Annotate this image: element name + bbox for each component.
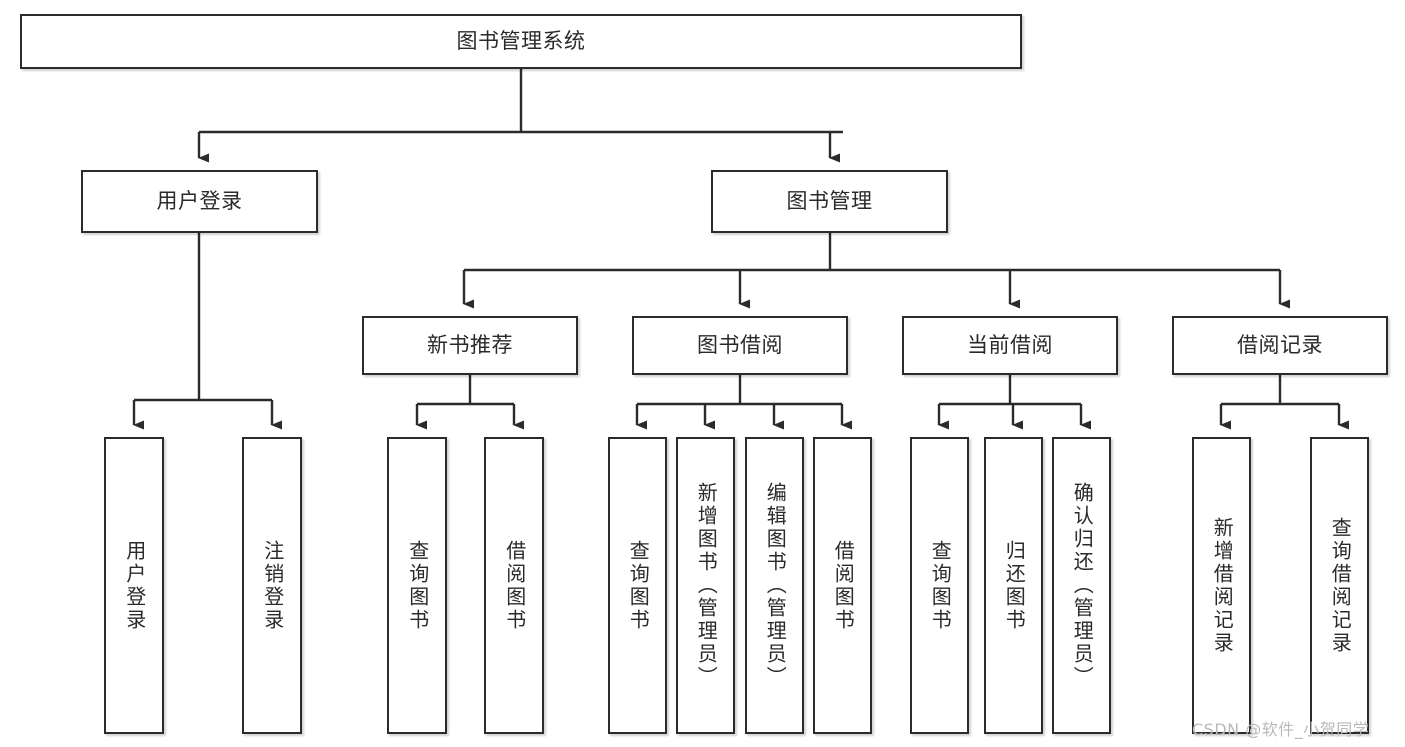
node-leaf-confirm-return-label: 确认归还（管理员） — [1070, 482, 1095, 689]
node-leaf-borrow-book-2-label: 借阅图书 — [831, 539, 856, 632]
node-leaf-borrow-book-1[interactable]: 借阅图书 — [484, 437, 544, 734]
node-leaf-add-book-label: 新增图书（管理员） — [694, 482, 719, 689]
node-user-login-label: 用户登录 — [156, 189, 243, 214]
node-borrow-record[interactable]: 借阅记录 — [1172, 316, 1388, 375]
node-book-borrow-label: 图书借阅 — [697, 333, 783, 358]
node-leaf-return-book[interactable]: 归还图书 — [984, 437, 1043, 734]
node-leaf-add-record[interactable]: 新增借阅记录 — [1192, 437, 1251, 734]
node-leaf-user-login[interactable]: 用户登录 — [104, 437, 164, 734]
node-leaf-user-login-label: 用户登录 — [122, 539, 147, 632]
node-leaf-return-book-label: 归还图书 — [1002, 539, 1027, 632]
node-current-borrow[interactable]: 当前借阅 — [902, 316, 1118, 375]
node-leaf-edit-book-label: 编辑图书（管理员） — [763, 482, 788, 689]
node-book-manage-label: 图书管理 — [786, 189, 873, 214]
node-root[interactable]: 图书管理系统 — [20, 14, 1022, 69]
node-leaf-confirm-return[interactable]: 确认归还（管理员） — [1052, 437, 1111, 734]
node-user-login[interactable]: 用户登录 — [81, 170, 318, 233]
node-leaf-query-book-3[interactable]: 查询图书 — [910, 437, 969, 734]
node-leaf-query-record[interactable]: 查询借阅记录 — [1310, 437, 1369, 734]
node-leaf-borrow-book-1-label: 借阅图书 — [502, 539, 527, 632]
edge-root-to-level2 — [197, 69, 843, 163]
node-book-manage[interactable]: 图书管理 — [711, 170, 948, 233]
node-leaf-edit-book[interactable]: 编辑图书（管理员） — [745, 437, 804, 734]
node-root-label: 图书管理系统 — [456, 29, 586, 54]
watermark-text: CSDN @软件_小贺同学 — [1192, 720, 1370, 739]
node-leaf-add-record-label: 新增借阅记录 — [1210, 516, 1235, 655]
node-leaf-logout[interactable]: 注销登录 — [242, 437, 302, 734]
node-book-borrow[interactable]: 图书借阅 — [632, 316, 848, 375]
node-leaf-query-book-1[interactable]: 查询图书 — [387, 437, 447, 734]
node-leaf-logout-label: 注销登录 — [260, 539, 285, 632]
node-leaf-borrow-book-2[interactable]: 借阅图书 — [813, 437, 872, 734]
node-new-book-recommend-label: 新书推荐 — [427, 333, 513, 358]
node-leaf-query-book-1-label: 查询图书 — [405, 539, 430, 632]
node-leaf-query-book-3-label: 查询图书 — [928, 539, 953, 632]
node-current-borrow-label: 当前借阅 — [967, 333, 1053, 358]
node-leaf-query-book-2[interactable]: 查询图书 — [608, 437, 667, 734]
node-borrow-record-label: 借阅记录 — [1237, 333, 1323, 358]
edge-currentborrow-to-leaves — [937, 375, 1091, 430]
node-new-book-recommend[interactable]: 新书推荐 — [362, 316, 578, 375]
edge-userlogin-to-leaves — [132, 233, 282, 430]
edge-borrowrecord-to-leaves — [1219, 375, 1349, 430]
edge-bookborrow-to-leaves — [635, 375, 852, 430]
edge-bookmanage-to-level3 — [462, 233, 1290, 309]
node-leaf-add-book[interactable]: 新增图书（管理员） — [676, 437, 735, 734]
node-leaf-query-book-2-label: 查询图书 — [626, 539, 651, 632]
edge-newbook-to-leaves — [415, 375, 524, 430]
node-leaf-query-record-label: 查询借阅记录 — [1328, 516, 1353, 655]
